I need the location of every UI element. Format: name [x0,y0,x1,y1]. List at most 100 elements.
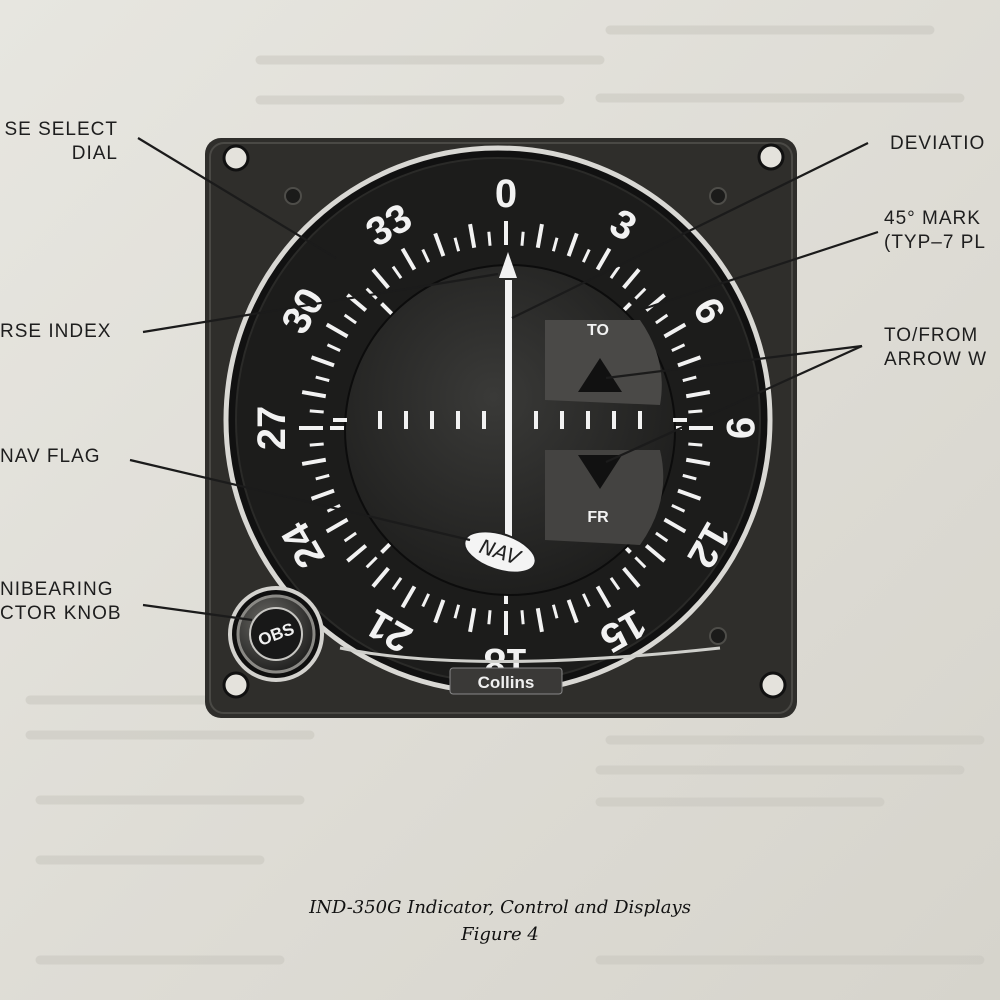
deviation-needle [505,280,512,572]
dial-tick [309,409,324,414]
deviation-end-mark [333,418,347,422]
dial-tick [682,375,697,383]
nav-flag: NAV [463,530,537,574]
callout-line-1: TO/FROM [884,325,979,346]
dial-tick [663,517,687,534]
callout-nav-flag: NAV FLAG [0,446,101,467]
callout-line-2: ARROW W [884,349,988,370]
callout-line-1: 45° MARK [884,208,981,229]
brand-plate [449,667,563,695]
callout-omnibearing-knob: NIBEARING CTOR KNOB [0,578,140,626]
dial-tick [634,287,647,300]
from-window [545,450,664,545]
callout-course-select-dial: SE SELECT DIAL [0,118,118,166]
dial-tick [325,517,349,534]
obs-knob[interactable]: OBS [228,586,324,682]
leader-lines [129,137,879,622]
dial-tick [433,232,446,257]
dial-heading-label: 27 [250,406,294,451]
deviation-scale [333,411,687,429]
deviation-end-mark [673,418,687,422]
dial-tick [682,473,697,481]
deviation-dot [430,411,434,429]
dial-tick [371,566,390,588]
deviation-dot [534,411,538,429]
dial-tick [551,604,559,619]
dial-tick [677,488,702,501]
dial-tick [566,599,579,624]
dial-tick [634,556,647,569]
dial-tick [391,265,403,279]
dial-tick [468,607,477,633]
dial-tick [421,593,431,608]
callout-course-index: RSE INDEX [0,321,112,342]
dial-tick [453,237,461,252]
dial-tick [595,247,612,271]
deviation-dot [482,411,486,429]
callout-line-2: (TYP–7 PL [884,232,986,253]
dial-tick [309,442,324,447]
course-index-icon [499,252,517,278]
dial-tick [609,577,621,591]
dial-tick [391,577,403,591]
dial-tick [310,488,335,501]
dial-tick [671,343,686,353]
callout-line-2: DIAL [71,143,118,164]
deviation-dot [586,411,590,429]
dial-heading-label: 0 [495,172,517,216]
dial-tick [688,442,703,447]
dial-tick [346,544,368,563]
dial-tick [581,593,591,608]
callout-line-1: NIBEARING [0,579,114,600]
dial-tick [655,531,669,543]
dial-heading-label: 9 [718,417,762,439]
dial-tick [310,355,335,368]
callout-to-from-arrow: TO/FROM ARROW W [884,324,987,372]
dial-tick [365,556,378,569]
dial-tick [622,268,641,290]
dial-tick [326,343,341,353]
dial-tick [301,457,327,466]
figure-caption-number: Figure 4 [461,924,539,945]
deviation-dot [456,411,460,429]
to-arrow-icon [578,358,622,392]
dial-tick [400,247,417,271]
to-window [545,320,662,405]
dial-tick [343,313,357,325]
dial-tick [520,610,525,625]
dial-tick [644,544,666,563]
dial-tick [400,585,417,609]
dial-tick [421,248,431,263]
mounting-holes [222,143,787,699]
dial-tick [535,223,544,249]
dial-tick [609,265,621,279]
dial-tick [371,268,390,290]
dial-tick [520,231,525,246]
mark-45-degree [380,302,395,317]
dial-tick [325,322,349,339]
dial-tick [688,409,703,414]
dial-tick [551,237,559,252]
from-arrow-icon [578,455,622,489]
dial-tick [677,355,702,368]
deviation-dot [404,411,408,429]
dial-tick [655,313,669,325]
dial-tick [671,503,686,513]
dial-tick [487,610,492,625]
dial-tick [535,607,544,633]
callout-deviation: DEVIATIO [890,133,986,154]
deviation-dot [638,411,642,429]
dial-tick [315,375,330,383]
deviation-dot [612,411,616,429]
dial-tick [685,457,711,466]
dial-tick [595,585,612,609]
dial-tick [301,390,327,399]
dial-tick [685,390,711,399]
deviation-dot [560,411,564,429]
deviation-dot [378,411,382,429]
dial-tick [468,223,477,249]
dial-tick [581,248,591,263]
